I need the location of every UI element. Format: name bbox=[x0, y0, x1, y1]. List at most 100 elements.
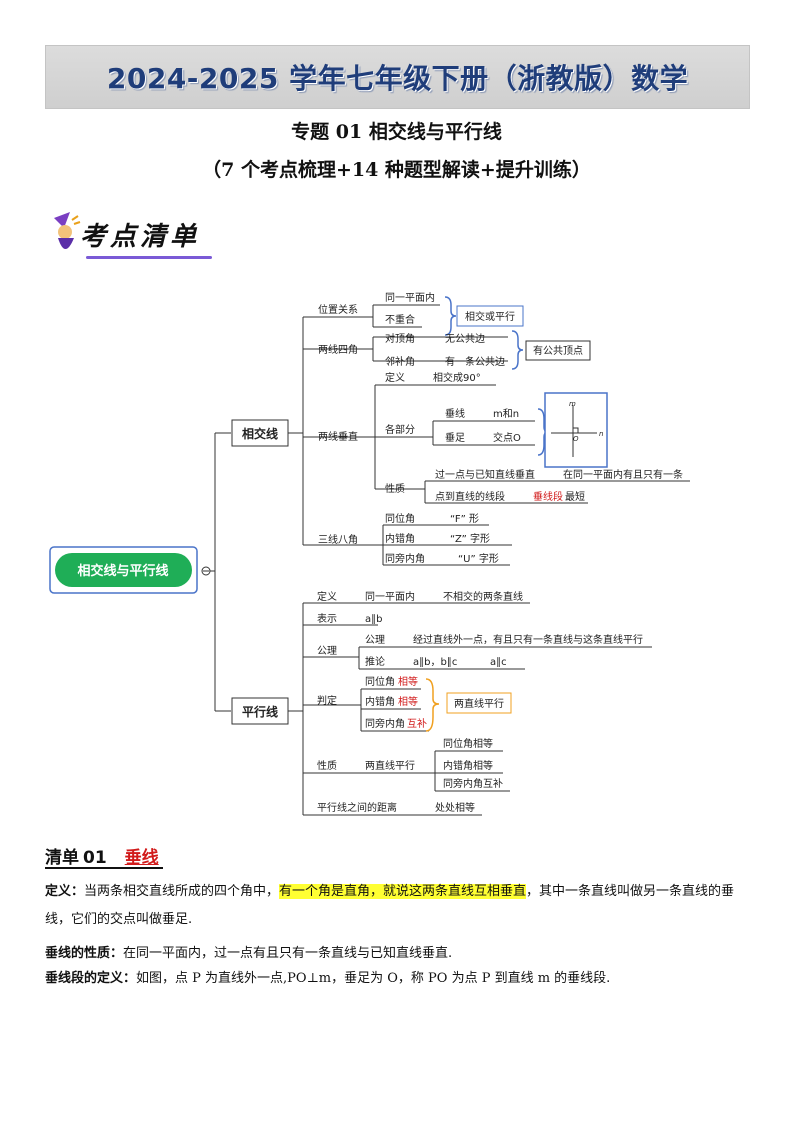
node-u-shape: “U” 字形 bbox=[458, 552, 499, 565]
result-box-parallel bbox=[446, 692, 512, 714]
node-shortest: 最短 bbox=[565, 490, 585, 503]
node-m-and-n: m和n bbox=[493, 408, 519, 420]
result-box-angles bbox=[525, 340, 591, 361]
checklist-badge: 考点清单 bbox=[46, 206, 216, 266]
branch-intersecting bbox=[231, 419, 289, 447]
node-no-common-side: 无公共边 bbox=[445, 333, 485, 345]
segment-text: 如图，点 P 为直线外一点,PO⊥m，垂足为 O，称 PO 为点 P 到直线 m… bbox=[136, 971, 611, 986]
section-heading: 清单 01 垂线 bbox=[45, 843, 159, 868]
brace-icon bbox=[444, 296, 457, 336]
section-number: 01 bbox=[83, 848, 107, 868]
badge-underline bbox=[86, 256, 212, 259]
node-point-o: 交点O bbox=[493, 431, 521, 444]
node-perpendicular: 两线垂直 bbox=[318, 430, 358, 443]
brace-icon bbox=[425, 678, 440, 732]
node-parts: 各部分 bbox=[385, 423, 415, 436]
node-through-point: 过一点与已知直线垂直 bbox=[435, 468, 535, 481]
node-criteria: 判定 bbox=[317, 694, 337, 707]
node-foot: 垂足 bbox=[445, 432, 465, 444]
node-ab-bc: a∥b，b∥c bbox=[413, 657, 457, 668]
section-name: 垂线 bbox=[124, 848, 159, 868]
node-a-parallel-b: a∥b bbox=[365, 614, 382, 625]
perp-figure bbox=[544, 392, 608, 468]
mind-map-diagram: 相交线与平行线 相交线 平行线 位置关系 同一平面内 不重合 相交或平行 两线四… bbox=[49, 291, 690, 816]
header-banner: 2024-2025 学年七年级下册（浙教版）数学 bbox=[45, 45, 750, 109]
branch-parallel bbox=[231, 697, 289, 725]
label-n: n bbox=[599, 430, 603, 438]
right-angle-mark bbox=[572, 427, 579, 434]
node-everywhere-equal: 处处相等 bbox=[435, 801, 475, 814]
node-a-parallel-c: a∥c bbox=[490, 657, 507, 668]
brace-icon bbox=[511, 330, 524, 370]
node-parallel-property: 性质 bbox=[317, 759, 337, 772]
node-corresponding-2: 同位角 bbox=[365, 675, 395, 688]
node-notation: 表示 bbox=[317, 612, 337, 625]
node-axiom-2: 公理 bbox=[365, 634, 385, 646]
node-equal-1: 相等 bbox=[398, 675, 418, 688]
node-intersect-90: 相交成90° bbox=[433, 371, 481, 384]
branch-intersecting-label: 相交线 bbox=[242, 426, 278, 441]
mind-map: 相交线与平行线 相交线 平行线 位置关系 同一平面内 不重合 相交或平行 两线四… bbox=[45, 285, 748, 820]
label-o: O bbox=[573, 435, 579, 443]
node-axiom: 公理 bbox=[317, 645, 337, 657]
section-label: 清单 bbox=[45, 848, 79, 868]
node-same-plane: 同一平面内 bbox=[385, 291, 435, 304]
result-common-vertex: 有公共顶点 bbox=[533, 344, 583, 357]
node-one-common-side: 有一条公共边 bbox=[445, 355, 505, 368]
definition-label: 定义： bbox=[45, 884, 85, 899]
node-point-to-line: 点到直线的线段 bbox=[435, 490, 505, 503]
root-label: 相交线与平行线 bbox=[77, 563, 168, 579]
node-position: 位置关系 bbox=[318, 303, 358, 316]
label-m: m bbox=[569, 400, 576, 408]
node-perp-segment: 垂线段 bbox=[533, 490, 563, 503]
node-same-plane-2: 同一平面内 bbox=[365, 590, 415, 603]
node-only-one: 在同一平面内有且只有一条 bbox=[563, 468, 683, 481]
node-perp-line: 垂线 bbox=[445, 407, 465, 420]
document-title: 专题 01 相交线与平行线 bbox=[291, 121, 502, 143]
definition-text-post: ，其中一条直线叫做另一条直线的垂线，它们的交点叫做垂足. bbox=[45, 884, 735, 927]
node-corresponding-equal: 同位角相等 bbox=[443, 737, 493, 750]
node-alternate: 内错角 bbox=[385, 532, 415, 545]
property-text: 在同一平面内，过一点有且只有一条直线与已知直线垂直. bbox=[123, 946, 453, 961]
node-definition: 定义 bbox=[385, 371, 405, 384]
banner-title: 2024-2025 学年七年级下册（浙教版）数学 bbox=[106, 62, 689, 95]
node-z-shape: “Z” 字形 bbox=[450, 532, 490, 545]
result-intersect-or-parallel: 相交或平行 bbox=[465, 310, 515, 323]
node-same-side-supp: 同旁内角互补 bbox=[443, 777, 503, 790]
segment-label: 垂线段的定义： bbox=[45, 971, 137, 986]
node-two-lines-four-angles: 两线四角 bbox=[318, 343, 358, 356]
node-three-lines: 三线八角 bbox=[318, 533, 358, 546]
result-two-lines-parallel: 两直线平行 bbox=[454, 697, 504, 710]
definition-text-pre: 当两条相交直线所成的四个角中， bbox=[84, 884, 280, 899]
checklist-badge-label: 考点清单 bbox=[80, 222, 201, 252]
property-paragraph: 垂线的性质：在同一平面内，过一点有且只有一条直线与已知直线垂直. bbox=[45, 940, 748, 968]
node-alternate-2: 内错角 bbox=[365, 695, 395, 708]
segment-paragraph: 垂线段的定义：如图，点 P 为直线外一点,PO⊥m，垂足为 O，称 PO 为点 … bbox=[45, 965, 748, 993]
section-underline bbox=[45, 867, 163, 869]
root-node bbox=[55, 553, 192, 587]
result-box-position bbox=[456, 305, 524, 327]
node-vertical-angle: 对顶角 bbox=[385, 332, 415, 345]
node-equal-2: 相等 bbox=[398, 695, 418, 708]
node-not-coincide: 不重合 bbox=[385, 313, 415, 326]
root-frame bbox=[49, 546, 198, 594]
definition-paragraph: 定义：当两条相交直线所成的四个角中，有一个角是直角，就说这两条直线互相垂直，其中… bbox=[45, 878, 748, 934]
node-corollary: 推论 bbox=[365, 655, 385, 668]
definition-highlight: 有一个角是直角，就说这两条直线互相垂直 bbox=[279, 884, 527, 899]
node-same-side: 同旁内角 bbox=[385, 552, 425, 565]
node-properties: 性质 bbox=[385, 482, 405, 495]
node-axiom-text: 经过直线外一点，有且只有一条直线与这条直线平行 bbox=[413, 633, 643, 646]
node-alternate-equal: 内错角相等 bbox=[443, 759, 493, 772]
node-parallel-def: 定义 bbox=[317, 590, 337, 603]
node-non-intersecting: 不相交的两条直线 bbox=[443, 590, 523, 603]
node-adjacent-angle: 邻补角 bbox=[385, 355, 415, 368]
node-distance: 平行线之间的距离 bbox=[317, 801, 397, 814]
node-corresponding: 同位角 bbox=[385, 512, 415, 525]
property-label: 垂线的性质： bbox=[45, 946, 124, 961]
document-subtitle: （7 个考点梳理+14 种题型解读+提升训练） bbox=[202, 159, 591, 181]
node-supplementary: 互补 bbox=[407, 717, 427, 730]
wizard-icon bbox=[54, 212, 81, 249]
branch-parallel-label: 平行线 bbox=[242, 704, 278, 719]
node-same-side-2: 同旁内角 bbox=[365, 717, 405, 730]
node-two-lines-parallel: 两直线平行 bbox=[365, 759, 415, 772]
